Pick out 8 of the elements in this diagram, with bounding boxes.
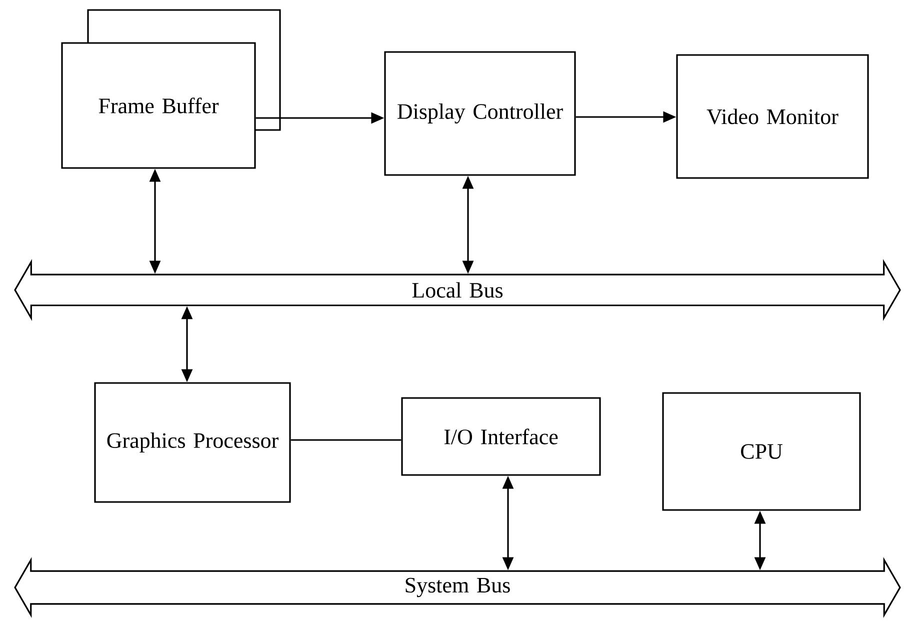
block-box: Display Controller — [384, 51, 576, 176]
bus-band: Local Bus — [14, 259, 901, 321]
block-box: CPU — [662, 392, 861, 511]
block-box: I/O Interface — [401, 397, 601, 476]
bus-band: System Bus — [14, 557, 901, 618]
block-box: Video Monitor — [676, 54, 869, 179]
block-box: Graphics Processor — [94, 382, 291, 503]
block-box: Frame Buffer — [61, 42, 256, 169]
